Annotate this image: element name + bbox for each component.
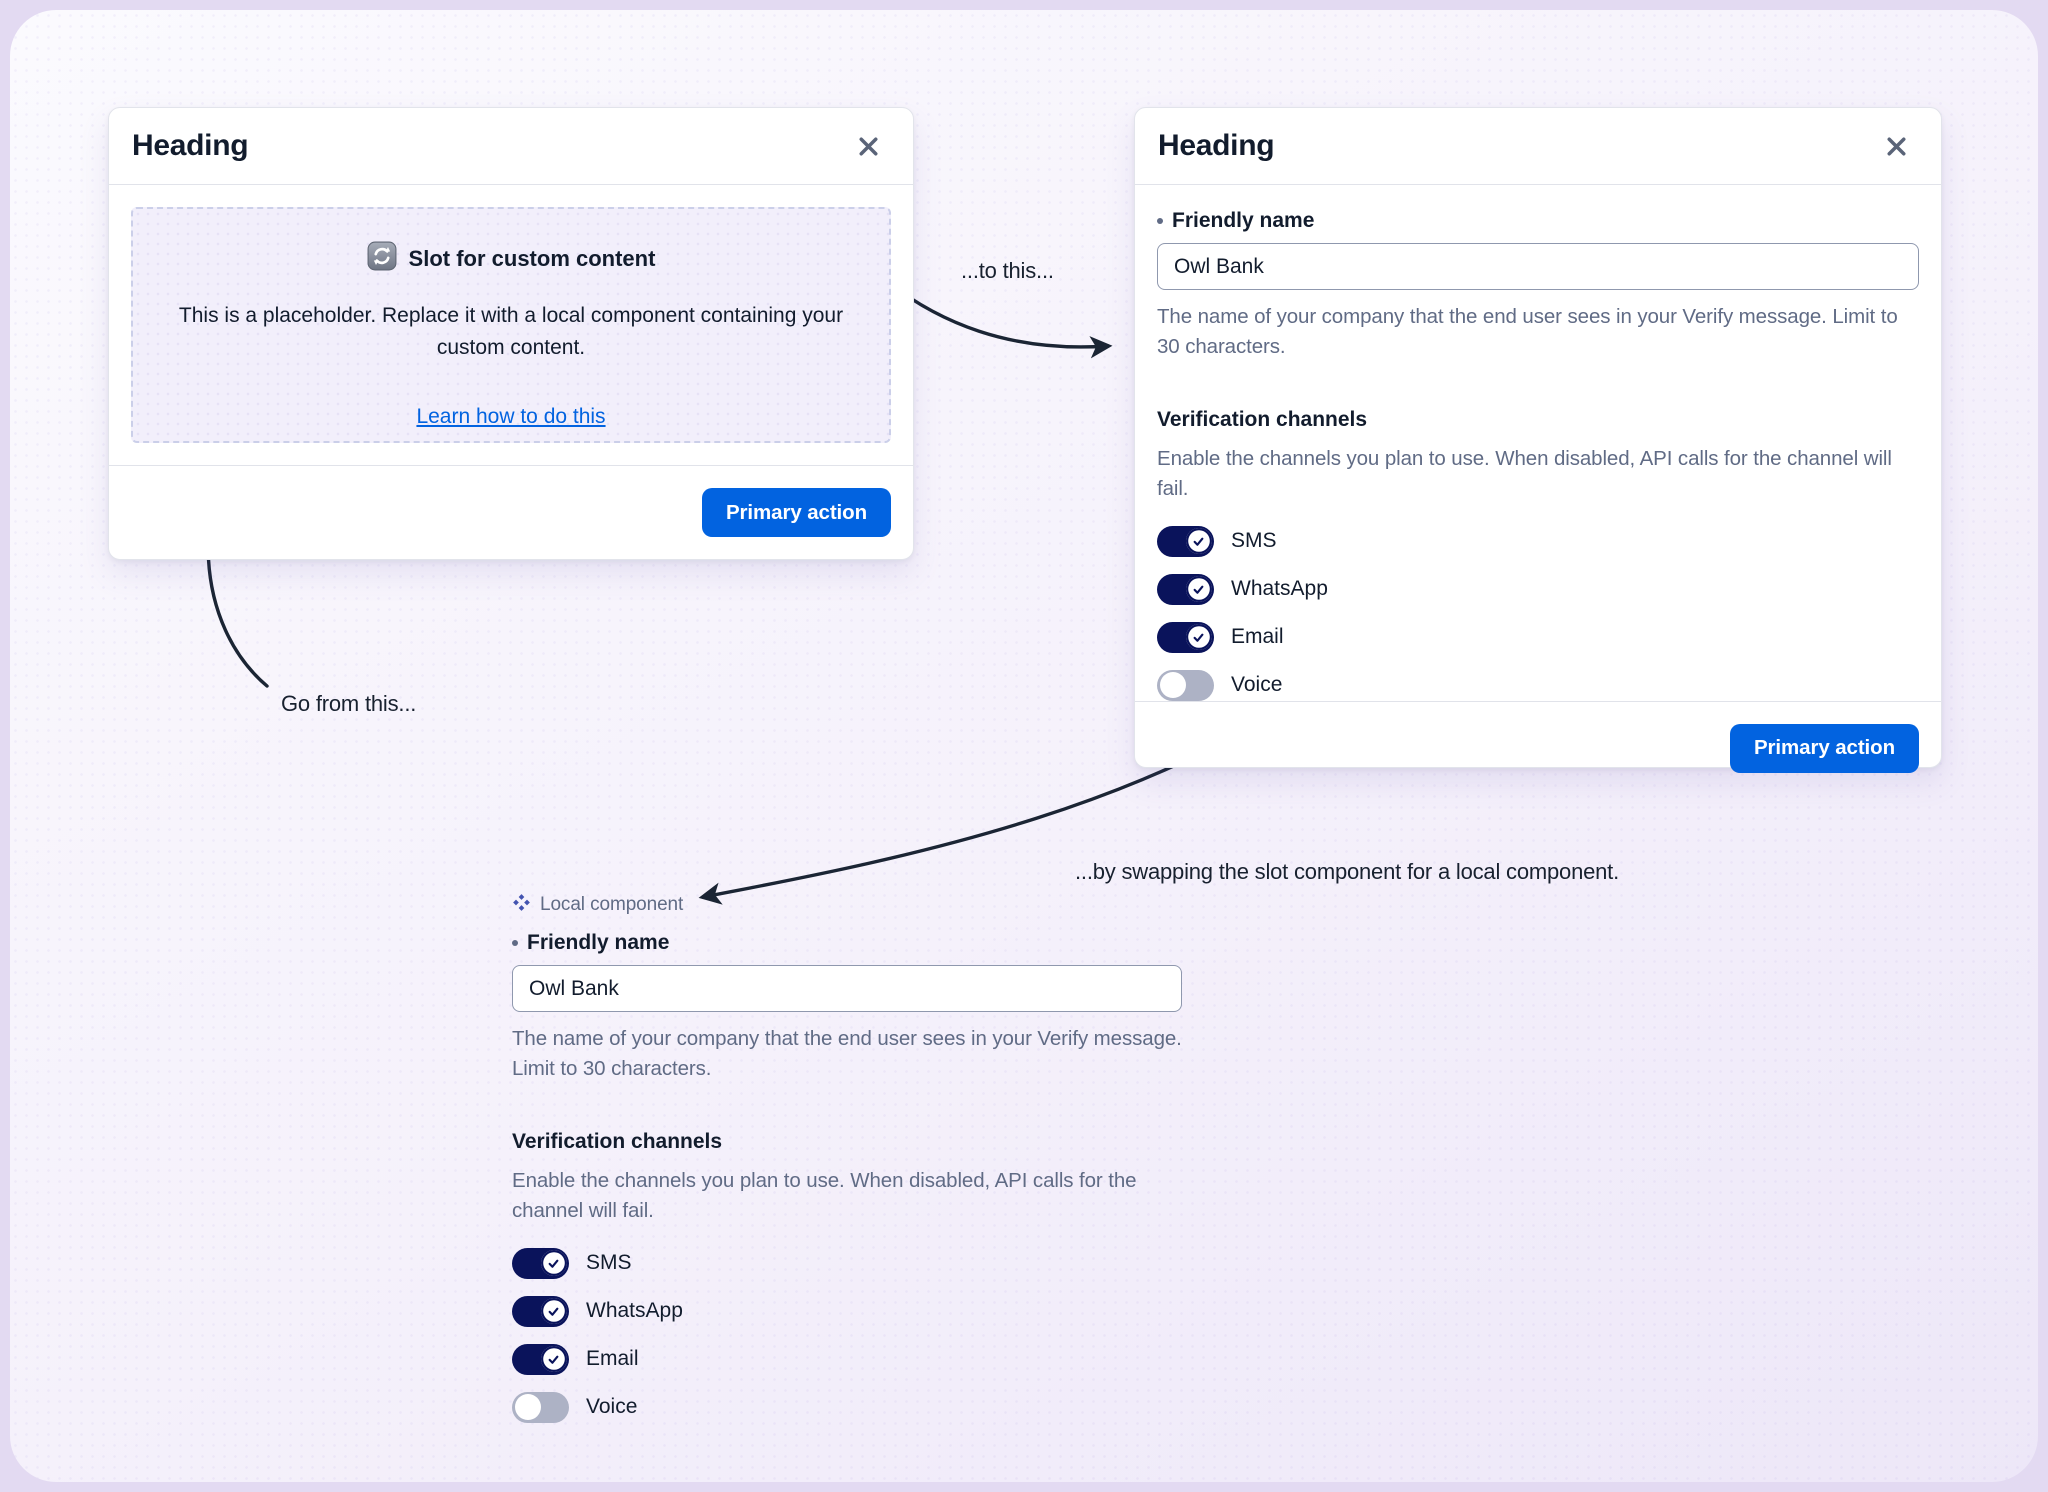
local-voice-toggle[interactable] bbox=[512, 1391, 569, 1423]
slot-modal-body: Slot for custom content This is a placeh… bbox=[109, 185, 913, 465]
whatsapp-toggle[interactable] bbox=[1157, 573, 1214, 605]
annotation-by-swapping: ...by swapping the slot component for a … bbox=[1075, 859, 1620, 884]
toggle-knob bbox=[514, 1394, 541, 1421]
channel-row-sms: SMS bbox=[1157, 525, 1919, 557]
channel-toggle-list: SMS WhatsApp Email bbox=[1157, 525, 1919, 701]
channel-row-whatsapp: WhatsApp bbox=[512, 1295, 1182, 1327]
slot-description: This is a placeholder. Replace it with a… bbox=[178, 304, 844, 359]
sms-toggle[interactable] bbox=[1157, 525, 1214, 557]
slot-modal-footer: Primary action bbox=[109, 465, 913, 559]
channel-label: Email bbox=[586, 1347, 639, 1371]
toggle-knob bbox=[1159, 672, 1186, 699]
form-modal-title: Heading bbox=[1158, 129, 1275, 162]
toggle-knob bbox=[1185, 576, 1212, 603]
toggle-knob bbox=[540, 1250, 567, 1277]
slot-placeholder-box: Slot for custom content This is a placeh… bbox=[131, 207, 891, 443]
close-icon bbox=[1882, 136, 1911, 164]
form-modal-header: Heading bbox=[1135, 108, 1941, 185]
form-modal: Heading Friendly name The name of your c… bbox=[1134, 107, 1942, 773]
slot-modal-header: Heading bbox=[109, 108, 913, 185]
channel-label: WhatsApp bbox=[1231, 577, 1328, 601]
channel-row-voice: Voice bbox=[512, 1391, 1182, 1423]
required-dot-icon bbox=[1157, 218, 1163, 224]
annotation-to-this: ...to this... bbox=[961, 258, 1054, 283]
channel-row-email: Email bbox=[1157, 621, 1919, 653]
local-channel-toggle-list: SMS WhatsApp Email Voice bbox=[512, 1247, 1182, 1423]
slot-title-row: Slot for custom content bbox=[367, 241, 656, 276]
channel-row-email: Email bbox=[512, 1343, 1182, 1375]
form-modal-primary-action-button[interactable]: Primary action bbox=[1729, 723, 1919, 773]
channel-label: WhatsApp bbox=[586, 1299, 683, 1323]
channel-label: SMS bbox=[1231, 529, 1277, 553]
toggle-knob bbox=[540, 1346, 567, 1373]
slot-title: Slot for custom content bbox=[408, 245, 656, 271]
channel-row-whatsapp: WhatsApp bbox=[1157, 573, 1919, 605]
channel-label: Email bbox=[1231, 625, 1284, 649]
channel-row-sms: SMS bbox=[512, 1247, 1182, 1279]
slot-modal-close-button[interactable] bbox=[850, 128, 887, 165]
local-sms-toggle[interactable] bbox=[512, 1247, 569, 1279]
friendly-name-label: Friendly name bbox=[1172, 209, 1315, 232]
toggle-knob bbox=[1185, 624, 1212, 651]
slot-modal: Heading bbox=[108, 107, 914, 560]
local-whatsapp-toggle[interactable] bbox=[512, 1295, 569, 1327]
swap-cycle-icon bbox=[367, 241, 397, 276]
form-modal-footer: Primary action bbox=[1135, 700, 1941, 795]
email-toggle[interactable] bbox=[1157, 621, 1214, 653]
form-modal-body: Friendly name The name of your company t… bbox=[1135, 185, 1941, 701]
friendly-name-label: Friendly name bbox=[527, 931, 670, 954]
toggle-knob bbox=[540, 1298, 567, 1325]
slot-modal-primary-action-button[interactable]: Primary action bbox=[701, 488, 891, 537]
verification-channels-help: Enable the channels you plan to use. Whe… bbox=[1157, 446, 1892, 500]
learn-how-link[interactable]: Learn how to do this bbox=[416, 405, 606, 428]
friendly-name-help: The name of your company that the end us… bbox=[512, 1027, 1182, 1080]
toggle-knob bbox=[1185, 528, 1212, 555]
annotation-go-from-this: Go from this... bbox=[281, 691, 417, 716]
channel-row-voice: Voice bbox=[1157, 669, 1919, 701]
local-component-icon bbox=[512, 893, 531, 917]
verification-channels-label: Verification channels bbox=[1157, 407, 1368, 431]
required-dot-icon bbox=[512, 940, 518, 946]
close-icon bbox=[854, 136, 883, 164]
friendly-name-input[interactable] bbox=[1157, 243, 1919, 290]
local-component-section: Local component Friendly name The name o… bbox=[512, 893, 1182, 1423]
local-component-badge-label: Local component bbox=[540, 894, 684, 915]
slot-modal-title: Heading bbox=[132, 129, 249, 162]
form-modal-close-button[interactable] bbox=[1878, 128, 1915, 165]
friendly-name-help: The name of your company that the end us… bbox=[1157, 305, 1898, 358]
local-friendly-name-input[interactable] bbox=[512, 965, 1182, 1012]
channel-label: Voice bbox=[586, 1395, 638, 1419]
friendly-name-label-row: Friendly name bbox=[1157, 209, 1919, 233]
voice-toggle[interactable] bbox=[1157, 669, 1214, 701]
channel-label: SMS bbox=[586, 1251, 632, 1275]
local-email-toggle[interactable] bbox=[512, 1343, 569, 1375]
channel-label: Voice bbox=[1231, 673, 1283, 697]
local-friendly-name-block: Friendly name The name of your company t… bbox=[512, 931, 1182, 1084]
friendly-name-label-row: Friendly name bbox=[512, 931, 1182, 955]
verification-channels-help: Enable the channels you plan to use. Whe… bbox=[512, 1168, 1137, 1222]
verification-channels-label: Verification channels bbox=[512, 1129, 723, 1153]
local-component-badge: Local component bbox=[512, 893, 1182, 917]
